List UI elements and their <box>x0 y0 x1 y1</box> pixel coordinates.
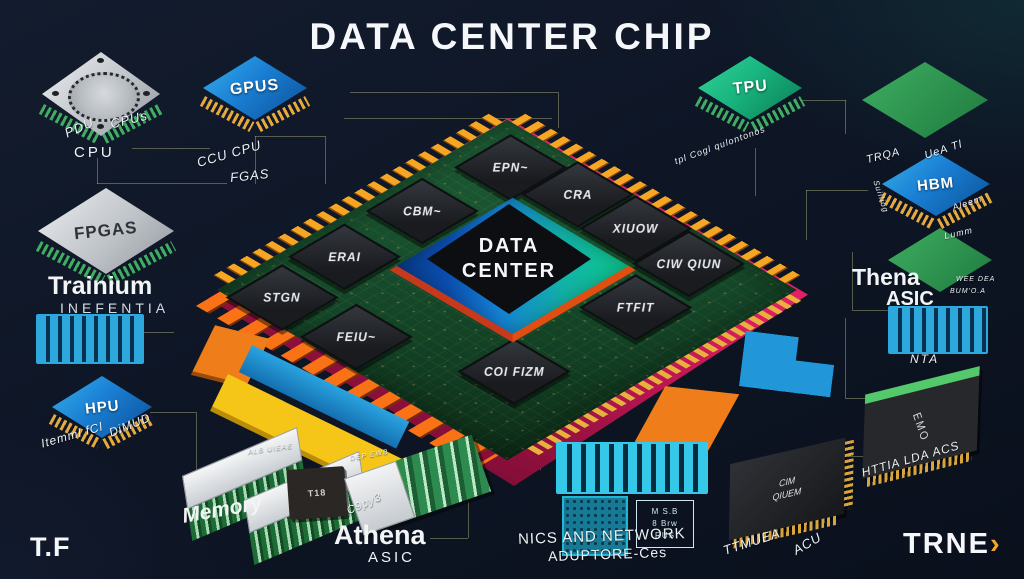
gpus-note: FGAS <box>229 165 271 186</box>
pin-row-icon <box>843 440 854 510</box>
nics-label: ADUPTORE-Ces <box>547 543 668 565</box>
cpu-cooler-icon <box>39 52 163 144</box>
logo-brand: TRNE› <box>903 528 1002 561</box>
t18-chip-icon: T18 <box>286 466 348 520</box>
gpus-chip-icon: GPUS <box>199 56 311 132</box>
screw-hole-icon <box>52 91 59 96</box>
screw-hole-icon <box>143 91 150 96</box>
fpgas-chip-icon: FPGAS <box>35 188 177 286</box>
hbm-chip-label: HBM <box>916 173 956 195</box>
mit-note: WEE DEA <box>956 276 996 283</box>
connector-line <box>845 318 846 398</box>
connector-line <box>852 310 888 311</box>
connector-line <box>806 190 807 240</box>
connector-line <box>350 92 558 93</box>
brand-text: TRNE <box>903 528 990 560</box>
connector-line <box>138 332 174 333</box>
logo-bottom-left: T.F <box>30 532 71 562</box>
data-center-line1: DATA <box>478 235 540 257</box>
connector-line <box>845 100 846 134</box>
nta-dimm-icon <box>888 306 988 354</box>
ribbon-blue-step <box>739 331 837 398</box>
hpu-chip-icon: HPU <box>48 376 156 450</box>
connector-line <box>558 92 559 128</box>
connector-line <box>344 118 552 119</box>
data-center-line2: CENTER <box>461 260 557 282</box>
nta-label: NTA <box>910 352 940 366</box>
trainium-label: Trainium <box>48 272 153 300</box>
connector-line <box>132 148 210 149</box>
screw-hole-icon <box>97 124 104 129</box>
connector-line <box>97 183 227 184</box>
gpus-note: CCU CPU <box>195 137 264 170</box>
connector-line <box>468 502 469 538</box>
hbm-chip-icon: HBM <box>878 152 994 229</box>
mit-note: BUM'O.A <box>950 288 986 295</box>
chevron-icon: › <box>989 528 1002 560</box>
gpus-chip-label: GPUS <box>229 76 281 99</box>
screw-hole-icon <box>97 58 104 63</box>
thena-label: Thena <box>852 264 920 290</box>
athena-asic-label: ASIC <box>368 549 416 566</box>
tpu-chip-icon: TPU <box>694 56 806 132</box>
connector-line <box>325 136 326 184</box>
connector-line <box>845 398 881 399</box>
bga-chip-icon <box>562 496 628 556</box>
edge-chip-text: EMO <box>910 409 932 445</box>
hpu-chip-label: HPU <box>83 396 121 418</box>
connector-line <box>255 136 256 184</box>
fan-icon <box>68 72 140 122</box>
cpu-label: CPU <box>74 144 115 161</box>
tpu-note: tpl Cogl qulontonos <box>673 123 767 167</box>
nic-info-box: M S.B 8 Brw RUS <box>636 500 694 548</box>
corner-chip-icon: IDTE GWE <box>862 62 988 138</box>
fpgas-chip-label: FPGAS <box>73 217 139 244</box>
connector-line <box>800 100 846 101</box>
athena-label: Athena <box>334 520 426 550</box>
connector-line <box>806 190 868 191</box>
connector-line <box>755 148 756 196</box>
connector-line <box>430 538 468 539</box>
tpu-chip-label: TPU <box>731 77 769 98</box>
connector-line <box>97 158 98 184</box>
board-chip: COI FIZM <box>457 338 571 405</box>
connector-line <box>255 136 325 137</box>
connector-line <box>150 412 196 413</box>
inferentia-label: INEFENTIA <box>60 300 170 316</box>
mit-chip-icon: MIT <box>888 228 992 292</box>
page-title: DATA CENTER CHIP <box>309 16 715 57</box>
bottom-right-chip-icon: CIM QIUEM <box>728 437 854 549</box>
asic-label: ASIC <box>886 288 934 310</box>
connector-line <box>852 252 853 310</box>
nic-slot-icon <box>556 442 708 494</box>
left-dimm-icon <box>36 314 144 364</box>
connector-line <box>196 412 197 470</box>
